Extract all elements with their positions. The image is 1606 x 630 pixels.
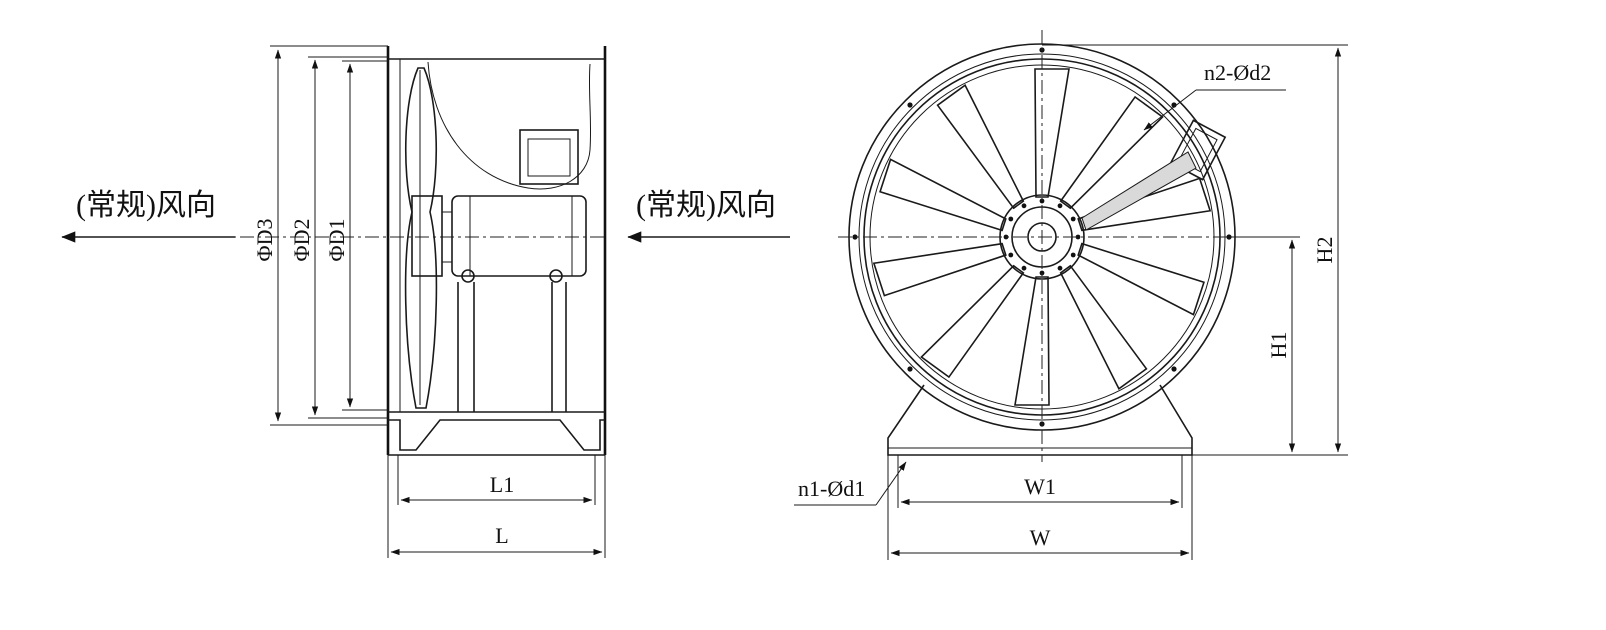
cable-curve — [427, 61, 592, 190]
d2-label: ΦD2 — [289, 219, 314, 262]
front-view: n2-Ød2 H2 H1 n1-Ød1 W1 W — [794, 30, 1348, 560]
hub-bolt — [1008, 216, 1014, 222]
impeller-blade — [872, 242, 1007, 297]
n2-leader — [1143, 89, 1197, 131]
base-stand — [388, 419, 605, 451]
n1-leader — [875, 461, 907, 506]
w-label: W — [1030, 525, 1051, 550]
hub-bolts — [1003, 198, 1081, 276]
w1-label: W1 — [1024, 474, 1056, 499]
hub-bolt — [1021, 265, 1027, 271]
hub-bolt — [1008, 252, 1014, 258]
impeller-blade — [1059, 264, 1148, 390]
impeller-blade — [936, 84, 1025, 210]
hub-bolt — [1070, 216, 1076, 222]
hub-bolt — [1057, 265, 1063, 271]
flange-bolt-holes — [852, 47, 1232, 427]
side-view: (常规)风向 (常规)风向 ΦD3 ΦD2 ΦD1 L1 L — [61, 45, 790, 558]
airflow-label-right: (常规)风向 — [636, 189, 776, 222]
n2-d2-label: n2-Ød2 — [1204, 60, 1271, 85]
d3-label: ΦD3 — [252, 219, 277, 262]
junction-box-inner — [527, 138, 571, 177]
n1-d1-label: n1-Ød1 — [798, 476, 865, 501]
d1-label: ΦD1 — [324, 219, 349, 262]
bolt-hole — [907, 102, 913, 108]
l-label: L — [495, 523, 508, 548]
hub-bolt — [1070, 252, 1076, 258]
bolt-hole — [907, 366, 913, 372]
impeller-blade-side — [404, 67, 438, 409]
motor-bolt-left — [461, 269, 475, 283]
front-base-stand — [887, 384, 1193, 456]
hub-bolt — [1021, 203, 1027, 209]
bolt-hole — [1171, 366, 1177, 372]
bolt-hole — [852, 234, 858, 240]
impeller-blade — [1034, 68, 1070, 198]
impeller-hub — [411, 195, 443, 277]
impeller-blade — [1077, 242, 1205, 316]
hub-bolt — [1057, 203, 1063, 209]
junction-box — [519, 129, 579, 185]
impeller-blade — [920, 264, 1025, 379]
airflow-label-left: (常规)风向 — [76, 189, 216, 222]
hub-bolt — [1075, 234, 1081, 240]
cable-conduit — [1081, 151, 1197, 231]
l1-label: L1 — [490, 472, 514, 497]
impeller-blade — [1059, 95, 1164, 210]
h1-label: H1 — [1266, 332, 1291, 359]
motor-bolt-right — [549, 269, 563, 283]
impeller-blade — [1014, 276, 1050, 406]
bolt-hole — [1226, 234, 1232, 240]
h2-label: H2 — [1312, 237, 1337, 264]
impeller-blade — [1077, 177, 1212, 232]
impeller-blade — [879, 158, 1007, 232]
motor-body — [451, 195, 587, 277]
impeller-blades — [872, 68, 1212, 406]
